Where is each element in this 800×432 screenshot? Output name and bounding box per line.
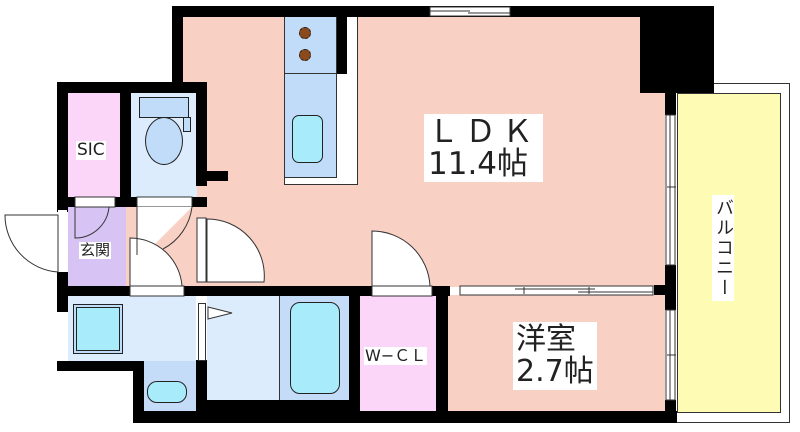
wcl-label: W−ＣＬ	[364, 346, 428, 365]
wall-wcl-right	[436, 286, 448, 416]
wall-right-bottom	[665, 400, 676, 423]
wall-core-top	[57, 82, 207, 93]
washing-machine-drum-icon	[76, 307, 120, 351]
room-ldk	[182, 17, 665, 287]
sic-label: SIC	[76, 140, 106, 160]
wall-western-top-right	[654, 285, 676, 295]
wall-core-left	[57, 82, 68, 212]
ldk-size: 11.4帖	[428, 146, 529, 182]
wall-wash-bottom	[57, 361, 144, 371]
western-size: 2.7帖	[516, 354, 594, 389]
kitchen-sink-icon	[292, 115, 323, 163]
western-label: 洋室 2.7帖	[513, 322, 597, 390]
kitchen-back-wall	[337, 17, 347, 74]
stove-burner-icon	[299, 27, 311, 39]
wall-right-upper	[665, 90, 676, 115]
ldk-name: ＬＤＫ	[428, 114, 539, 150]
bath-sliding-door	[198, 303, 206, 361]
wall-core-right	[196, 82, 207, 186]
wall-sic-bottom	[57, 197, 207, 207]
toilet-bowl-icon	[145, 117, 183, 165]
balcony-label: バルコニー	[712, 195, 734, 301]
toilet-remote-icon	[183, 117, 191, 132]
bath-divider	[279, 296, 280, 400]
balcony-outline	[672, 83, 790, 423]
bathtub-icon	[290, 302, 340, 394]
wash-basin-icon	[147, 381, 187, 403]
wall-wash-step	[133, 361, 144, 423]
kitchen-stove-divider	[284, 73, 337, 74]
wall-wash-bath	[196, 360, 207, 415]
western-name: 洋室	[516, 322, 576, 357]
wall-top-right-block	[640, 6, 714, 93]
wall-ldk-left	[172, 6, 183, 86]
wall-mid-horizontal	[57, 286, 450, 296]
wall-bath-bottom	[207, 400, 360, 412]
wall-sic-toilet	[120, 82, 131, 207]
wall-bath-right	[349, 286, 360, 416]
wall-stub	[196, 171, 228, 181]
wall-bottom	[133, 411, 677, 423]
entrance-label: 玄関	[79, 241, 112, 259]
ldk-label: ＬＤＫ 11.4帖	[424, 114, 543, 182]
stove-burner-icon	[299, 49, 311, 61]
